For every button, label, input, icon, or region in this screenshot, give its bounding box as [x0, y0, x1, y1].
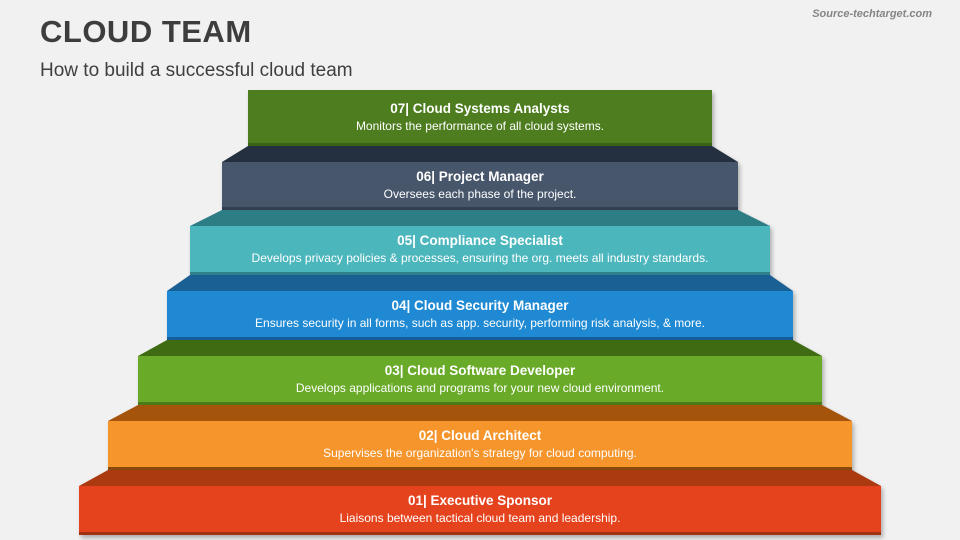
step-03-cloud-software-developer: 03| Cloud Software Developer Develops ap…	[138, 340, 822, 405]
step-description: Supervises the organization's strategy f…	[323, 446, 637, 460]
source-credit: Source-techtarget.com	[812, 8, 932, 20]
step-front-face: 04| Cloud Security Manager Ensures secur…	[167, 291, 793, 340]
step-description: Ensures security in all forms, such as a…	[255, 316, 705, 330]
step-title: 05| Compliance Specialist	[397, 233, 563, 248]
step-description: Oversees each phase of the project.	[383, 186, 577, 201]
step-description: Develops applications and programs for y…	[295, 381, 665, 395]
step-front-face: 07| Cloud Systems Analysts Monitors the …	[248, 90, 712, 146]
step-05-compliance-specialist: 05| Compliance Specialist Develops priva…	[190, 210, 770, 275]
step-description: Monitors the performance of all cloud sy…	[355, 118, 605, 133]
step-top-face	[167, 275, 793, 291]
step-front-face: 03| Cloud Software Developer Develops ap…	[138, 356, 822, 405]
step-top-face	[222, 146, 738, 162]
step-top-face	[190, 210, 770, 226]
step-07-cloud-systems-analysts: 07| Cloud Systems Analysts Monitors the …	[248, 90, 712, 146]
step-front-face: 06| Project Manager Oversees each phase …	[222, 162, 738, 210]
step-title: 06| Project Manager	[416, 168, 544, 184]
step-description: Liaisons between tactical cloud team and…	[339, 511, 621, 525]
step-description: Develops privacy policies & processes, e…	[251, 251, 709, 265]
step-top-face	[108, 405, 852, 421]
step-title: 07| Cloud Systems Analysts	[390, 100, 570, 116]
step-title: 02| Cloud Architect	[418, 428, 542, 443]
step-title: 01| Executive Sponsor	[407, 493, 553, 508]
step-06-project-manager: 06| Project Manager Oversees each phase …	[222, 146, 738, 210]
step-02-cloud-architect: 02| Cloud Architect Supervises the organ…	[108, 405, 852, 470]
step-top-face	[79, 470, 881, 486]
step-04-cloud-security-manager: 04| Cloud Security Manager Ensures secur…	[167, 275, 793, 340]
page-subtitle: How to build a successful cloud team	[40, 60, 353, 81]
step-front-face: 05| Compliance Specialist Develops priva…	[190, 226, 770, 275]
step-front-face: 01| Executive Sponsor Liaisons between t…	[79, 486, 881, 535]
step-front-face: 02| Cloud Architect Supervises the organ…	[108, 421, 852, 470]
step-title: 04| Cloud Security Manager	[391, 298, 569, 313]
step-01-executive-sponsor: 01| Executive Sponsor Liaisons between t…	[79, 470, 881, 535]
step-top-face	[138, 340, 822, 356]
step-title: 03| Cloud Software Developer	[384, 363, 576, 378]
page-title: CLOUD TEAM	[40, 14, 252, 49]
